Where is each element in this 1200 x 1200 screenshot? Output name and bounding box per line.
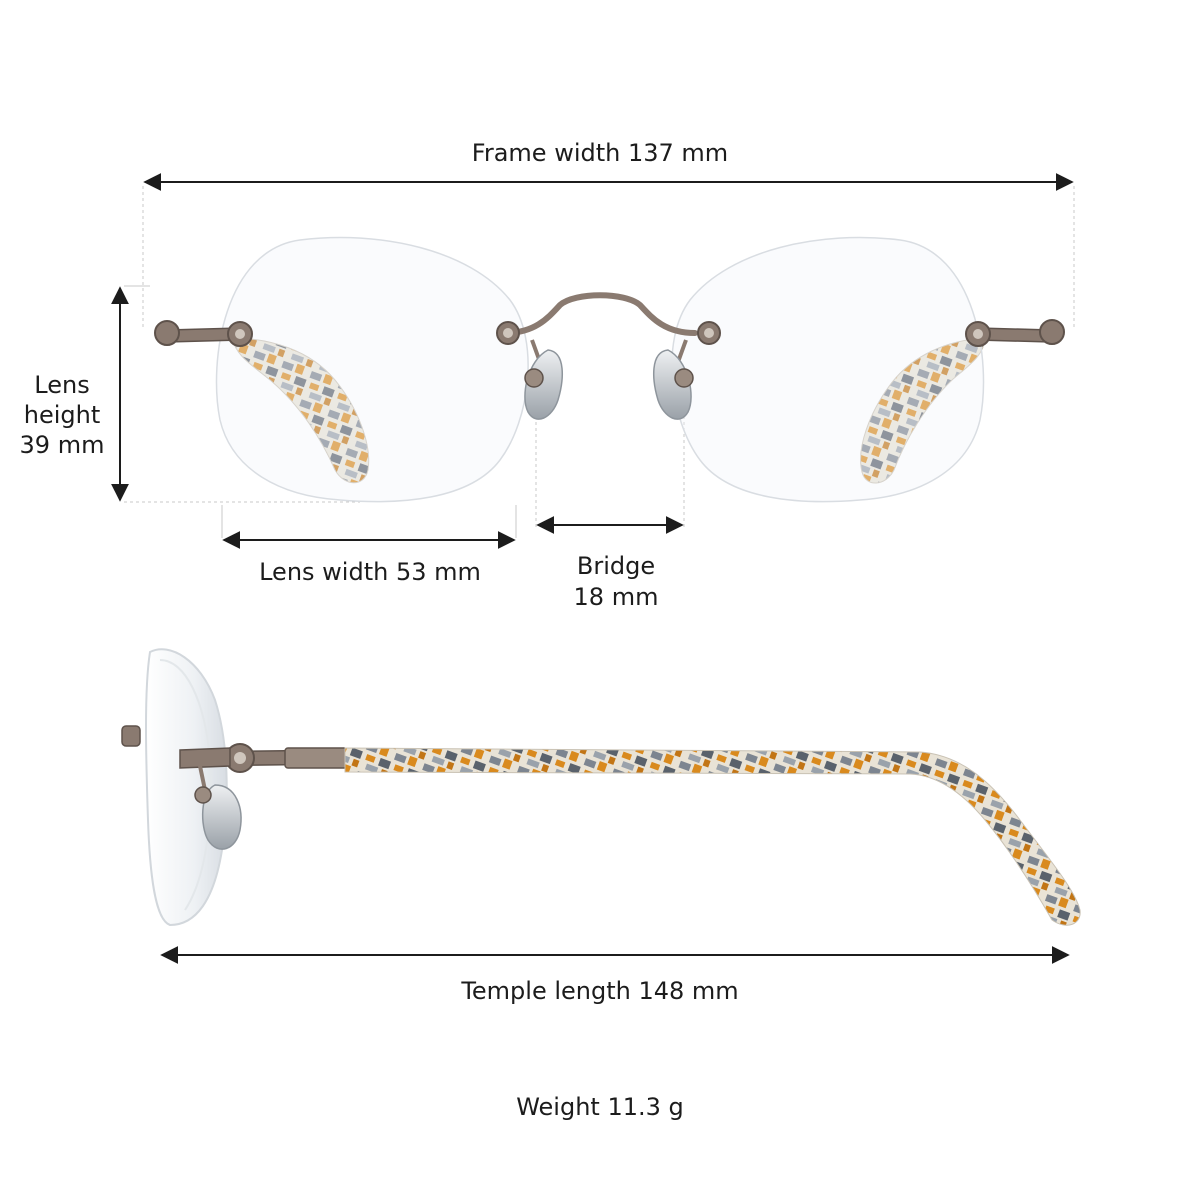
lens-height-line-1: Lens bbox=[34, 371, 90, 399]
left-bridge-screw-inner bbox=[503, 328, 513, 338]
lens-height-line-3: 39 mm bbox=[19, 431, 105, 459]
left-lens bbox=[215, 236, 529, 503]
side-nose-pad bbox=[201, 784, 242, 850]
weight-label: Weight 11.3 g bbox=[516, 1093, 684, 1121]
right-hinge-screw-inner bbox=[973, 329, 983, 339]
side-pad-arm bbox=[198, 765, 207, 791]
side-lens bbox=[145, 648, 228, 927]
bridge-line-2: 18 mm bbox=[573, 583, 659, 611]
eyeglasses-side-view bbox=[121, 648, 1081, 927]
side-end-piece bbox=[179, 747, 231, 769]
right-temple-tip bbox=[860, 337, 986, 484]
dimension-lines bbox=[111, 173, 1075, 964]
bridge-line-1: Bridge bbox=[576, 552, 656, 580]
side-temple-tortoise bbox=[344, 747, 1081, 926]
right-hinge bbox=[1039, 319, 1065, 345]
left-hinge-screw-inner bbox=[235, 329, 245, 339]
left-hinge bbox=[154, 320, 180, 346]
bridge-bar bbox=[502, 292, 698, 336]
side-temple-sleeve bbox=[284, 747, 348, 769]
lens-height-label: Lens height 39 mm bbox=[10, 370, 114, 460]
lens-width-label: Lens width 53 mm bbox=[259, 558, 481, 586]
side-hinge-inner bbox=[234, 752, 246, 764]
side-pad-screw bbox=[194, 786, 212, 804]
eyeglasses-front-view bbox=[154, 236, 1065, 503]
left-temple-tip bbox=[231, 337, 370, 484]
bridge-label: Bridge 18 mm bbox=[536, 551, 696, 613]
frame-width-label: Frame width 137 mm bbox=[471, 139, 729, 167]
right-bridge-screw-inner bbox=[704, 328, 714, 338]
right-pad-screw bbox=[674, 368, 694, 388]
right-lens bbox=[671, 236, 985, 503]
side-front-screw bbox=[121, 725, 141, 747]
temple-length-label: Temple length 148 mm bbox=[461, 977, 739, 1005]
left-pad-screw bbox=[524, 368, 544, 388]
lens-height-line-2: height bbox=[23, 401, 101, 429]
